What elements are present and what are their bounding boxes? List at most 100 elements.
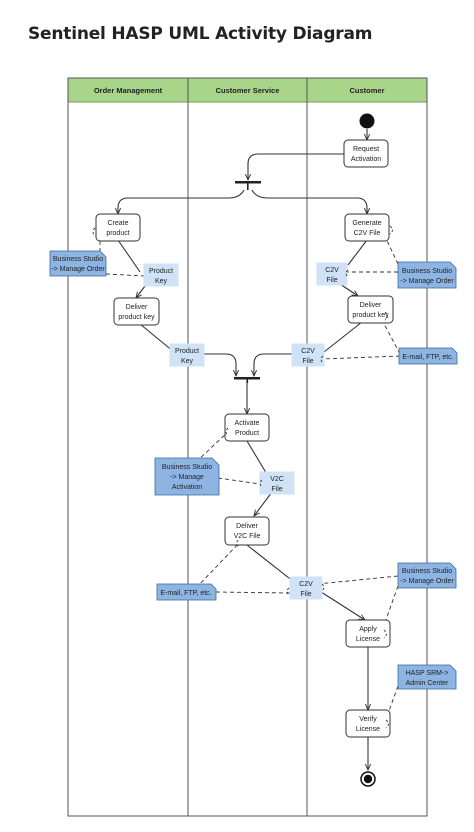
- note-hasp-srm-admin: HASP SRM-> Admin Center: [397, 664, 457, 690]
- object-label: V2C: [270, 476, 284, 483]
- object-label: File: [271, 486, 282, 493]
- activity-label: product key: [118, 314, 155, 321]
- flow-fork1-to-create: [118, 189, 245, 214]
- note-email-ftp-1: E-mail, FTP, etc.: [398, 347, 458, 365]
- note-label: -> Manage Order: [400, 578, 454, 585]
- flow-create-to-pk1: [117, 239, 141, 273]
- note-label: HASP SRM->: [406, 670, 449, 677]
- svg-text:Business Studio-> Manage Order: Business Studio-> Manage Order: [51, 256, 105, 273]
- note-business-studio-1: Business Studio-> Manage Order: [49, 250, 107, 277]
- activity-label: Activation: [351, 156, 381, 163]
- activity-label: License: [356, 726, 380, 733]
- swimlanes: Order Management Customer Service Custom…: [67, 77, 428, 817]
- note-label: Admin Center: [406, 680, 449, 687]
- flow-deliverv2c-to-c2v3: [246, 544, 295, 583]
- lane-title-order-management: Order Management: [94, 86, 163, 95]
- arc: [384, 311, 388, 321]
- note-label: Business Studio: [402, 568, 452, 575]
- initial-node: [359, 113, 375, 129]
- connectors: [118, 129, 368, 770]
- svg-text:HASP SRM->Admin Center: HASP SRM-> Admin Center: [406, 670, 449, 687]
- activity-label: Activate: [235, 420, 260, 427]
- activity-label: License: [356, 636, 380, 643]
- flow-deliverkey-to-pk2: [139, 323, 175, 353]
- sync-bars: [234, 181, 261, 383]
- activity-label: Verify: [359, 716, 377, 723]
- object-label: Product: [175, 348, 199, 355]
- fork-bar-stub: [247, 183, 249, 190]
- svg-text:E-mail, FTP, etc.: E-mail, FTP, etc.: [402, 354, 453, 361]
- svg-text:E-mail, FTP, etc.: E-mail, FTP, etc.: [160, 590, 211, 597]
- note-label: Business Studio: [162, 464, 212, 471]
- arc: [389, 225, 393, 235]
- activity-label: Deliver: [236, 523, 258, 530]
- note-business-studio-3: Business Studio -> Manage Order: [397, 562, 457, 589]
- object-label: File: [326, 277, 337, 284]
- lanes-border: [67, 77, 428, 817]
- flow-c2v1-to-deliverc2v: [339, 283, 358, 296]
- note-label: -> Manage Order: [51, 266, 105, 273]
- dashed-arcs: [92, 225, 393, 729]
- lane-header-customer-service: [187, 77, 308, 103]
- final-node-inner: [363, 774, 373, 784]
- note-label: E-mail, FTP, etc.: [160, 590, 211, 597]
- note-link-n6-c2v3: [215, 591, 291, 594]
- flow-v2c-to-deliverv2c: [254, 491, 273, 516]
- svg-text:Business Studio-> Manage Order: Business Studio-> Manage Order: [400, 268, 454, 285]
- activity-label: Product: [235, 430, 259, 437]
- arc: [259, 479, 263, 488]
- object-label: Key: [155, 278, 168, 285]
- activity-label: Deliver: [360, 302, 382, 309]
- lane-title-customer: Customer: [349, 86, 384, 95]
- activity-label: Apply: [359, 626, 377, 633]
- note-label: E-mail, FTP, etc.: [402, 354, 453, 361]
- notes: Business Studio -> Manage Order Business …: [49, 250, 458, 690]
- flow-activate-to-v2c: [246, 440, 269, 477]
- join-bar: [234, 377, 260, 380]
- svg-text:Business Studio-> Manage Order: Business Studio -> Manage Order: [400, 568, 454, 585]
- note-label: Business Studio: [402, 268, 452, 275]
- object-c2v-file-2: C2V File: [291, 343, 325, 367]
- activity-label: Deliver: [126, 304, 148, 311]
- arc: [225, 427, 229, 437]
- flow-fork1-to-generate: [251, 189, 367, 214]
- object-label: File: [302, 358, 313, 365]
- note-business-studio-2: Business Studio-> Manage Order: [397, 261, 457, 289]
- activity-label: Create: [107, 220, 128, 227]
- arc: [320, 355, 324, 364]
- fork-bar: [235, 181, 261, 184]
- arc: [236, 539, 240, 548]
- object-label: C2V: [299, 581, 313, 588]
- note-email-ftp-2: E-mail, FTP, etc.: [156, 583, 217, 601]
- arc: [345, 269, 349, 278]
- flow-request-to-fork1: [248, 153, 344, 180]
- object-label: C2V: [325, 267, 339, 274]
- arc: [383, 629, 387, 639]
- arc: [286, 587, 290, 596]
- note-link-n4-activate: [195, 429, 231, 463]
- flow-pk1-to-deliver: [136, 285, 146, 298]
- note-link-n5-c2v3: [317, 575, 399, 585]
- object-label: C2V: [301, 348, 315, 355]
- flow-c2v3-to-apply: [317, 589, 365, 620]
